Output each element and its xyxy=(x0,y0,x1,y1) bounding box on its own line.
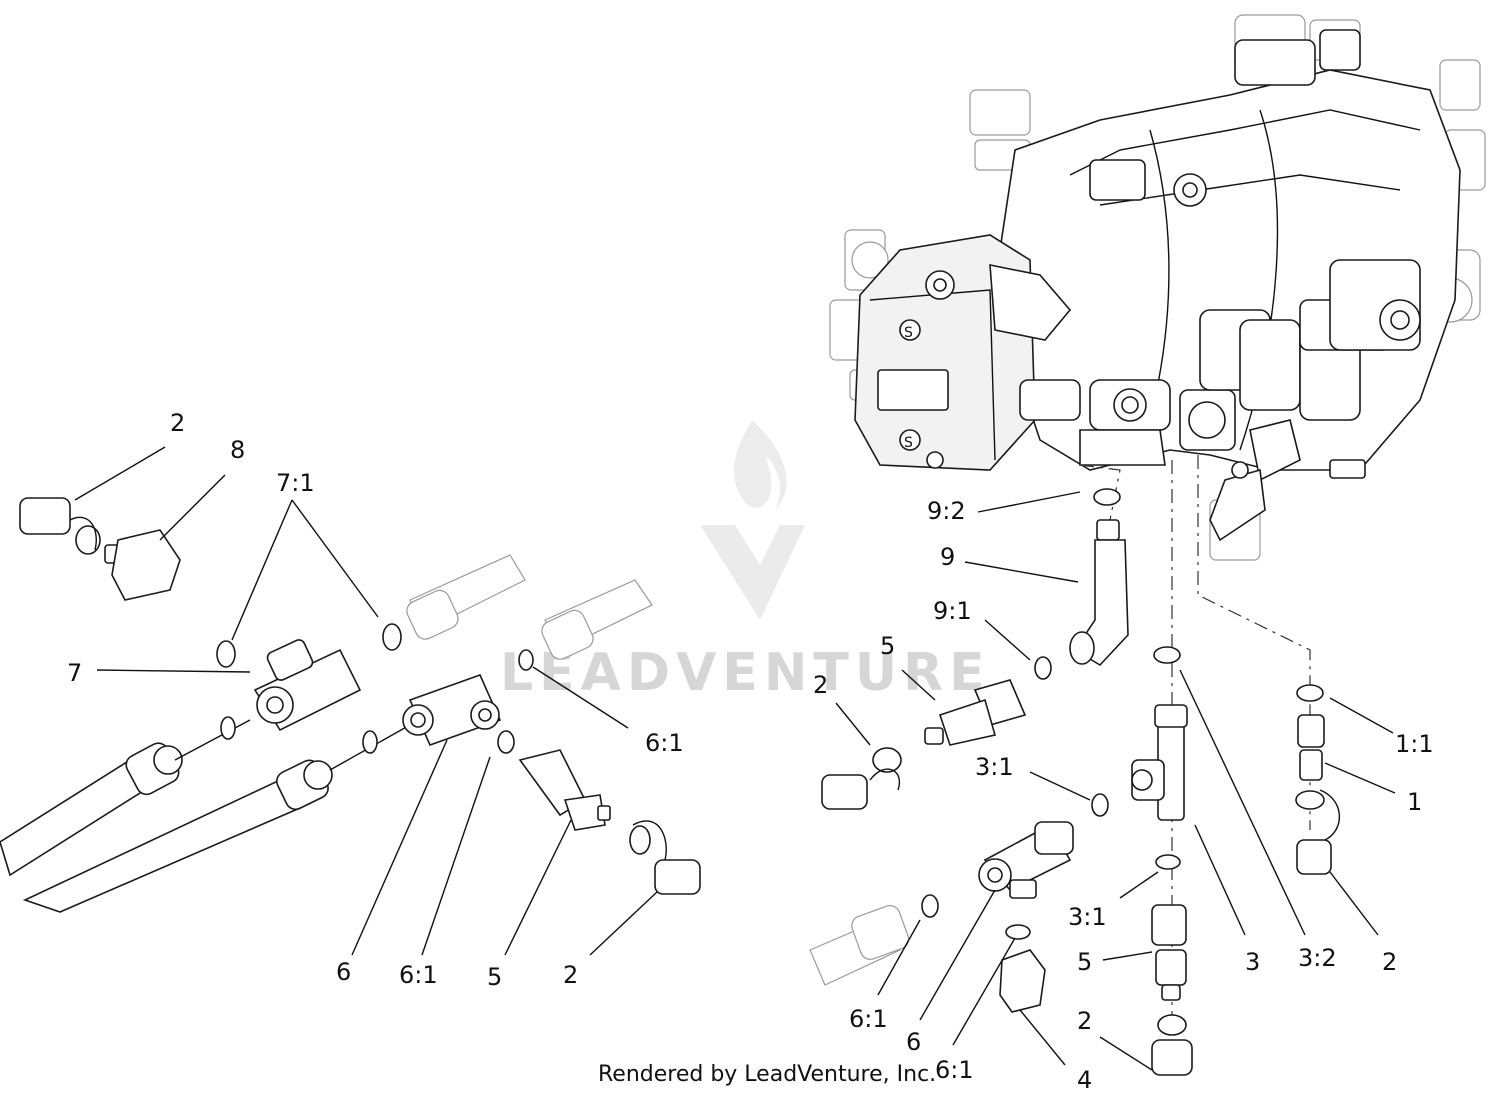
callout-2-cap-right-upper: 2 xyxy=(813,671,828,699)
right-fittings xyxy=(809,488,1341,1076)
callout-2-cap-left-lower: 2 xyxy=(563,961,578,989)
callout-5-right-upper: 5 xyxy=(880,632,895,660)
left-hose-assembly xyxy=(0,554,653,913)
callout-6-1-right-left: 6:1 xyxy=(849,1005,888,1033)
callout-labels: 2 8 7:1 7 6:1 6 6:1 5 2 9:2 9 9:1 5 2 3:… xyxy=(67,409,1434,1094)
callout-6-1-left-lower: 6:1 xyxy=(399,961,438,989)
callout-9: 9 xyxy=(940,543,955,571)
hydraulic-pump-assembly: S S xyxy=(829,14,1486,561)
callout-1: 1 xyxy=(1407,788,1422,816)
callout-4: 4 xyxy=(1077,1066,1092,1094)
callout-5-left: 5 xyxy=(487,963,502,991)
callout-6-right: 6 xyxy=(906,1028,921,1056)
callout-6-left: 6 xyxy=(336,958,351,986)
svg-text:S: S xyxy=(904,435,913,451)
callout-1-1: 1:1 xyxy=(1395,730,1434,758)
callout-3: 3 xyxy=(1245,948,1260,976)
callout-8: 8 xyxy=(230,436,245,464)
callout-3-2: 3:2 xyxy=(1298,944,1337,972)
callout-5-right-lower: 5 xyxy=(1077,948,1092,976)
callout-7: 7 xyxy=(67,659,82,687)
left-fittings xyxy=(19,497,701,895)
callout-2-cap-left: 2 xyxy=(170,409,185,437)
callout-3-1-upper: 3:1 xyxy=(975,753,1014,781)
callout-9-2: 9:2 xyxy=(927,497,966,525)
callout-6-1-right-bottom: 6:1 xyxy=(935,1056,974,1084)
callout-2-cap-right-column: 2 xyxy=(1382,948,1397,976)
leader-lines xyxy=(74,446,1396,1071)
watermark-logo xyxy=(700,420,805,620)
render-credit: Rendered by LeadVenture, Inc. xyxy=(598,1062,937,1087)
callout-7-1: 7:1 xyxy=(276,469,315,497)
callout-3-1-lower: 3:1 xyxy=(1068,903,1107,931)
svg-text:S: S xyxy=(904,325,913,341)
callout-9-1: 9:1 xyxy=(933,597,972,625)
callout-2-cap-right-bottom: 2 xyxy=(1077,1007,1092,1035)
callout-6-1-left-upper: 6:1 xyxy=(645,729,684,757)
watermark-text: LEADVENTURE xyxy=(500,643,991,703)
